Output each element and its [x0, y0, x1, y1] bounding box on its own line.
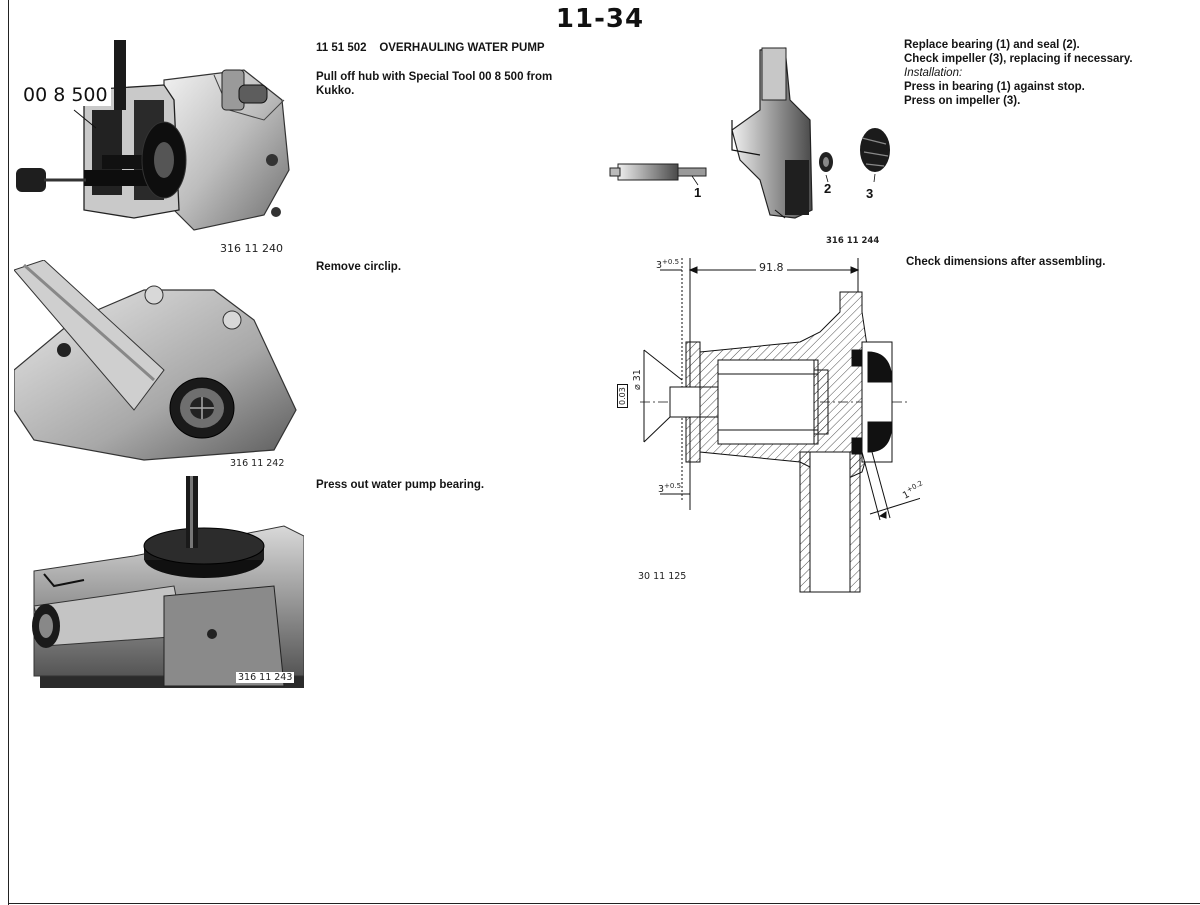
photo-puller-illustration [14, 40, 304, 260]
dim-bottom-offset: 3+0.5 [658, 482, 681, 495]
photo-circlip-illustration [14, 260, 304, 472]
right-line-2: Check impeller (3), replacing if necessa… [904, 53, 1133, 65]
exploded-label-3: 3 [866, 186, 874, 201]
step-1-line-2: Kukko. [316, 85, 355, 97]
photo-press-illustration [14, 476, 304, 688]
photo-circlip-caption: 316 11 242 [230, 458, 285, 469]
right-line-1: Replace bearing (1) and seal (2). [904, 39, 1080, 51]
section-code: 11 51 502 [316, 42, 367, 54]
step-1-line-1: Pull off hub with Special Tool 00 8 500 … [316, 71, 553, 83]
page-left-border [8, 0, 9, 905]
dim-top-offset: 3+0.5 [656, 258, 679, 271]
dim-diameter: ⌀ 31 [632, 369, 643, 390]
step-1-text: Pull off hub with Special Tool 00 8 500 … [316, 70, 552, 98]
dim-top-offset-tol: +0.5 [662, 258, 680, 266]
check-dimensions-text: Check dimensions after assembling. [906, 256, 1106, 268]
right-line-4: Press in bearing (1) against stop. [904, 81, 1085, 93]
cross-section-caption: 30 11 125 [638, 571, 687, 582]
exploded-label-1: 1 [694, 185, 702, 200]
dim-bottom-offset-value: 3 [658, 484, 665, 496]
section-heading: 11 51 502 OVERHAULING WATER PUMP [316, 41, 545, 55]
dim-length: 91.8 [756, 261, 787, 274]
step-3-line-1: Press out water pump bearing. [316, 479, 485, 491]
right-line-installation: Installation: [904, 67, 963, 79]
exploded-label-2: 2 [824, 181, 832, 196]
dim-bottom-offset-tol: +0.5 [664, 482, 682, 490]
exploded-view-illustration [609, 47, 890, 219]
section-title: OVERHAULING WATER PUMP [379, 42, 545, 54]
photo-press: 316 11 243 [14, 476, 304, 688]
photo-puller: 00 8 500 316 11 240 [14, 40, 304, 260]
photo-press-caption: 316 11 243 [236, 672, 295, 683]
photo-puller-caption: 316 11 240 [220, 242, 283, 255]
exploded-view-caption: 316 11 244 [826, 236, 880, 246]
tool-label-00-8-500: 00 8 500 [20, 84, 111, 106]
dim-top-offset-value: 3 [656, 260, 663, 272]
cross-section-drawing: 3+0.5 91.8 3+0.5 ⌀ 31 0.03 1+0.2 [600, 252, 924, 602]
page-bottom-border [8, 903, 1200, 904]
exploded-view: 1 2 3 316 11 244 [600, 40, 900, 250]
photo-circlip: 316 11 242 [14, 260, 304, 472]
step-2-line-1: Remove circlip. [316, 261, 402, 273]
right-line-5: Press on impeller (3). [904, 95, 1021, 107]
step-3-text: Press out water pump bearing. [316, 478, 484, 492]
right-instructions: Replace bearing (1) and seal (2). Check … [904, 38, 1133, 108]
step-2-text: Remove circlip. [316, 260, 401, 274]
dim-tolerance-box: 0.03 [617, 384, 628, 408]
page-number: 11-34 [555, 4, 645, 34]
cross-section-illustration [640, 258, 920, 593]
